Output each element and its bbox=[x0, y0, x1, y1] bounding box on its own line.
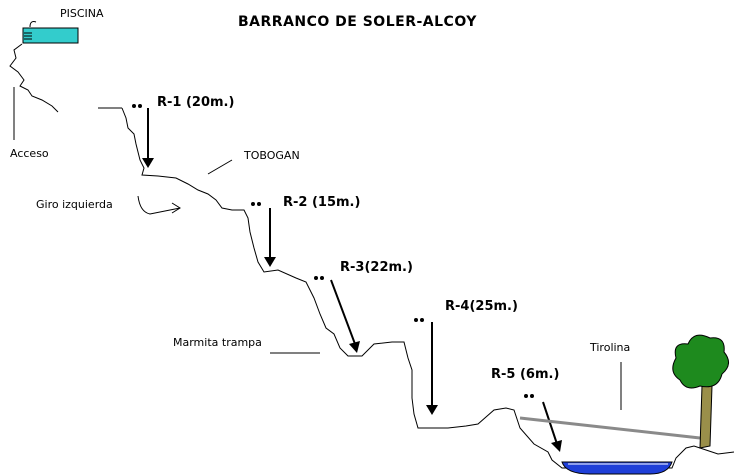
rappel-arrow-r1 bbox=[142, 108, 154, 168]
anchor-dot-r1 bbox=[138, 104, 142, 108]
anchor-dot-r1 bbox=[132, 104, 136, 108]
rappel-label-r3: R-3(22m.) bbox=[340, 260, 413, 275]
rappel-arrow-r5 bbox=[542, 401, 562, 452]
pool-ladder-icon bbox=[29, 21, 37, 28]
anchor-dot-r4 bbox=[414, 318, 418, 322]
label-marmita-trampa: Marmita trampa bbox=[173, 336, 262, 349]
label-acceso: Acceso bbox=[10, 147, 49, 160]
label-piscina: PISCINA bbox=[60, 7, 104, 20]
label-tobogan: TOBOGAN bbox=[244, 149, 300, 162]
rappel-label-r2: R-2 (15m.) bbox=[283, 195, 361, 210]
water-pool bbox=[561, 461, 673, 475]
rappel-arrow-r2 bbox=[264, 208, 276, 267]
rappel-arrow-r3 bbox=[330, 279, 360, 353]
pool-icon bbox=[22, 27, 79, 44]
access-trail bbox=[9, 43, 122, 113]
tobogan-pointer-line bbox=[207, 159, 233, 175]
zipline bbox=[519, 416, 701, 440]
canyon-profile bbox=[121, 107, 735, 469]
label-tirolina: Tirolina bbox=[590, 341, 631, 354]
tree-icon bbox=[672, 334, 729, 449]
anchor-dot-r5 bbox=[524, 394, 528, 398]
rappel-label-r1: R-1 (20m.) bbox=[157, 95, 235, 110]
rappel-label-r5: R-5 (6m.) bbox=[491, 367, 560, 382]
rappel-label-r4: R-4(25m.) bbox=[445, 299, 518, 314]
label-giro-izquierda: Giro izquierda bbox=[36, 198, 113, 211]
anchor-dot-r5 bbox=[530, 394, 534, 398]
diagram-title: BARRANCO DE SOLER-ALCOY bbox=[238, 14, 477, 30]
giro-izquierda-arrow bbox=[137, 195, 181, 215]
giro-izquierda-arrowhead bbox=[171, 202, 181, 214]
anchor-dot-r4 bbox=[420, 318, 424, 322]
anchor-dot-r2 bbox=[251, 202, 255, 206]
anchor-dot-r3 bbox=[314, 276, 318, 280]
rappel-arrow-r4 bbox=[426, 322, 438, 415]
anchor-dot-r2 bbox=[257, 202, 261, 206]
anchor-dot-r3 bbox=[320, 276, 324, 280]
